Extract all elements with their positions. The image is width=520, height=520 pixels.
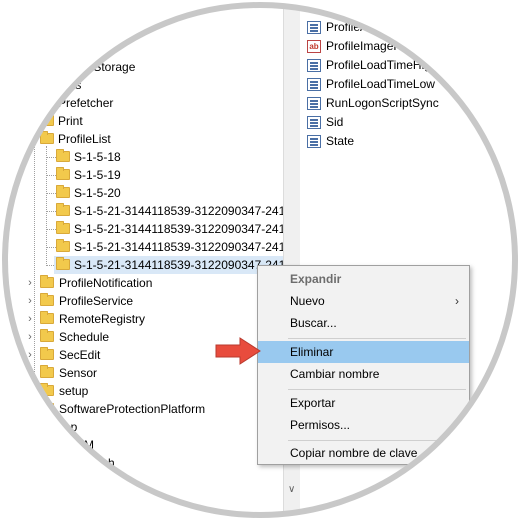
tree-item-label: S-1-5-21-3144118539-3122090347-2412 (74, 204, 284, 218)
chevron-right-icon[interactable]: › (28, 277, 32, 289)
tree-guide-line (46, 211, 56, 212)
tree-guide-line (46, 229, 56, 230)
tree-item-label: h (108, 456, 115, 470)
folder-icon (40, 131, 54, 144)
folder-icon (40, 113, 54, 126)
menu-item-permisos[interactable]: Permisos... (290, 418, 351, 432)
chevron-right-icon[interactable]: › (28, 349, 32, 361)
tree-item-label: ndStorage (80, 60, 136, 74)
menu-item-eliminar[interactable]: Eliminar (258, 341, 469, 363)
context-menu: Expandir Nuevo › Buscar... Eliminar Camb… (257, 265, 470, 465)
folder-icon (40, 347, 54, 360)
reg-binary-icon (307, 78, 321, 91)
menu-item-exportar[interactable]: Exportar (290, 396, 336, 410)
tree-item-label: RemoteRegistry (59, 312, 146, 326)
tree-item-label: SoftwareProtectionPlatform (59, 402, 206, 416)
scroll-down-icon[interactable]: ∨ (288, 484, 296, 495)
folder-icon (40, 329, 54, 342)
menu-separator (288, 338, 466, 339)
menu-item-cambiar-nombre[interactable]: Cambiar nombre (290, 367, 380, 381)
reg-binary-icon (307, 97, 321, 110)
value-name: ProfileLoadTimeLow (326, 77, 435, 91)
folder-icon (56, 167, 70, 180)
reg-string-icon: ab (307, 40, 321, 53)
tree-item-selected[interactable]: S-1-5-21-3144118539-3122090347-2412 (54, 256, 284, 274)
folder-icon (56, 185, 70, 198)
tree-item-label: M (84, 438, 94, 452)
tree-item-label: S-1-5-18 (74, 150, 121, 164)
tree-item-label: S-1-5-21-3144118539-3122090347-2412 (74, 222, 284, 236)
value-name: State (326, 134, 355, 148)
value-name: ProfileA (326, 20, 369, 34)
tree-guide-line (46, 157, 56, 158)
menu-item-label: Nuevo (290, 294, 325, 308)
tree-guide-line (46, 247, 56, 248)
menu-separator (288, 440, 466, 441)
tree-item-label: ProfileService (59, 294, 134, 308)
folder-icon (56, 221, 70, 234)
chevron-right-icon[interactable]: › (28, 331, 32, 343)
tree-item-label: ProfileList (58, 132, 111, 146)
tree-item-label: ts (72, 78, 82, 92)
reg-binary-icon (307, 59, 321, 72)
reg-binary-icon (307, 116, 321, 129)
chevron-right-icon[interactable]: › (28, 385, 32, 397)
registry-tree-pane[interactable]: ndStorage ts Prefetcher Print ProfileLis… (0, 0, 284, 520)
folder-icon (56, 203, 70, 216)
value-name: RunLogonScriptSync (326, 96, 439, 110)
tree-item-label: S-1-5-20 (74, 186, 121, 200)
menu-item-expandir[interactable]: Expandir (290, 272, 342, 286)
tree-item-label: setup (59, 384, 89, 398)
folder-icon (56, 149, 70, 162)
tree-item-label: S-1-5-19 (74, 168, 121, 182)
tree-item-label: Print (58, 114, 83, 128)
menu-item-nuevo[interactable]: Nuevo › (258, 290, 469, 312)
tree-item-label: Prefetcher (58, 96, 114, 110)
value-name: ProfileImageP (326, 39, 402, 53)
tree-item-label: S-1-5-21-3144118539-3122090347-2412 (74, 258, 284, 272)
red-arrow-icon (215, 337, 261, 365)
chevron-right-icon: › (455, 294, 459, 308)
chevron-right-icon[interactable]: › (28, 403, 32, 415)
menu-item-buscar[interactable]: Buscar... (290, 316, 337, 330)
folder-icon (40, 401, 54, 414)
tree-item-label: S-1-5-21-3144118539-3122090347-2412 (74, 240, 284, 254)
menu-item-copiar-nombre[interactable]: Copiar nombre de clave (290, 446, 418, 460)
value-name: ProfileLoadTimeHig (326, 58, 431, 72)
tree-item-label: SecEdit (59, 348, 101, 362)
folder-icon (40, 293, 54, 306)
tree-guide-line (46, 193, 56, 194)
folder-icon (56, 257, 70, 270)
tree-item-label: op (64, 420, 78, 434)
chevron-right-icon[interactable]: › (28, 313, 32, 325)
chevron-right-icon[interactable]: › (28, 367, 32, 379)
folder-icon (40, 95, 54, 108)
menu-separator (288, 389, 466, 390)
folder-icon (40, 383, 54, 396)
chevron-right-icon[interactable]: › (28, 295, 32, 307)
value-name: Sid (326, 115, 344, 129)
tree-item-label: Schedule (59, 330, 110, 344)
folder-icon (40, 311, 54, 324)
tree-item-label: Sensor (59, 366, 98, 380)
tree-guide-line (46, 175, 56, 176)
reg-binary-icon (307, 135, 321, 148)
folder-icon (56, 239, 70, 252)
folder-icon (40, 365, 54, 378)
reg-binary-icon (307, 21, 321, 34)
folder-icon (40, 275, 54, 288)
tree-item-label: ProfileNotification (59, 276, 153, 290)
